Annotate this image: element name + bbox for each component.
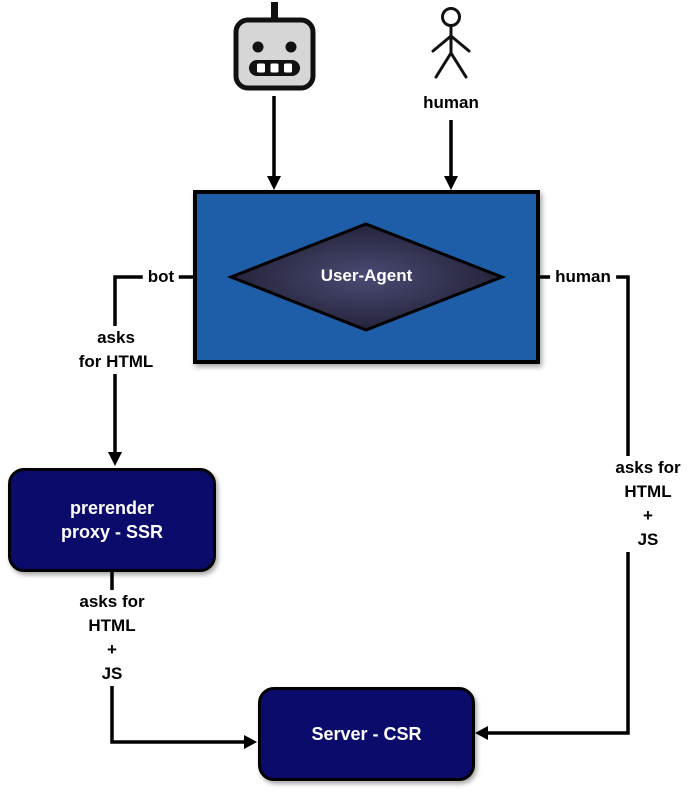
prerender-proxy-box: prerender proxy - SSR [8,468,216,572]
human-request-label: asks for HTML + JS [611,456,685,552]
decision-label: User-Agent [320,266,413,285]
bot-request-label: asks for HTML [74,326,158,374]
prerender-request-line3: + [75,638,149,662]
human-request-line4: JS [611,528,685,552]
user-agent-panel: User-Agent [193,190,540,364]
human-branch-label: human [550,266,616,288]
prerender-request-label: asks for HTML + JS [75,590,149,686]
decision-diamond [226,222,507,332]
human-actor-label: human [423,93,479,112]
prerender-request-line2: HTML [75,614,149,638]
arrow-bot-to-useragent [267,96,281,190]
human-request-line1: asks for [611,456,685,480]
arrow-human-to-useragent [444,120,458,190]
prerender-proxy-label-line2: proxy - SSR [60,522,164,542]
server-csr-label: Server - CSR [311,724,422,744]
human-icon [431,7,471,79]
robot-icon [233,2,316,91]
decision-diamond-layer [226,222,507,332]
bot-request-line1: asks [74,326,158,350]
bot-request-line2: for HTML [74,350,158,374]
prerender-request-line1: asks for [75,590,149,614]
prerender-proxy-label-line1: prerender [69,498,155,518]
bot-branch-label: bot [142,266,180,288]
server-csr-box: Server - CSR [258,687,475,781]
prerender-request-line4: JS [75,662,149,686]
human-request-line3: + [611,504,685,528]
human-request-line2: HTML [611,480,685,504]
